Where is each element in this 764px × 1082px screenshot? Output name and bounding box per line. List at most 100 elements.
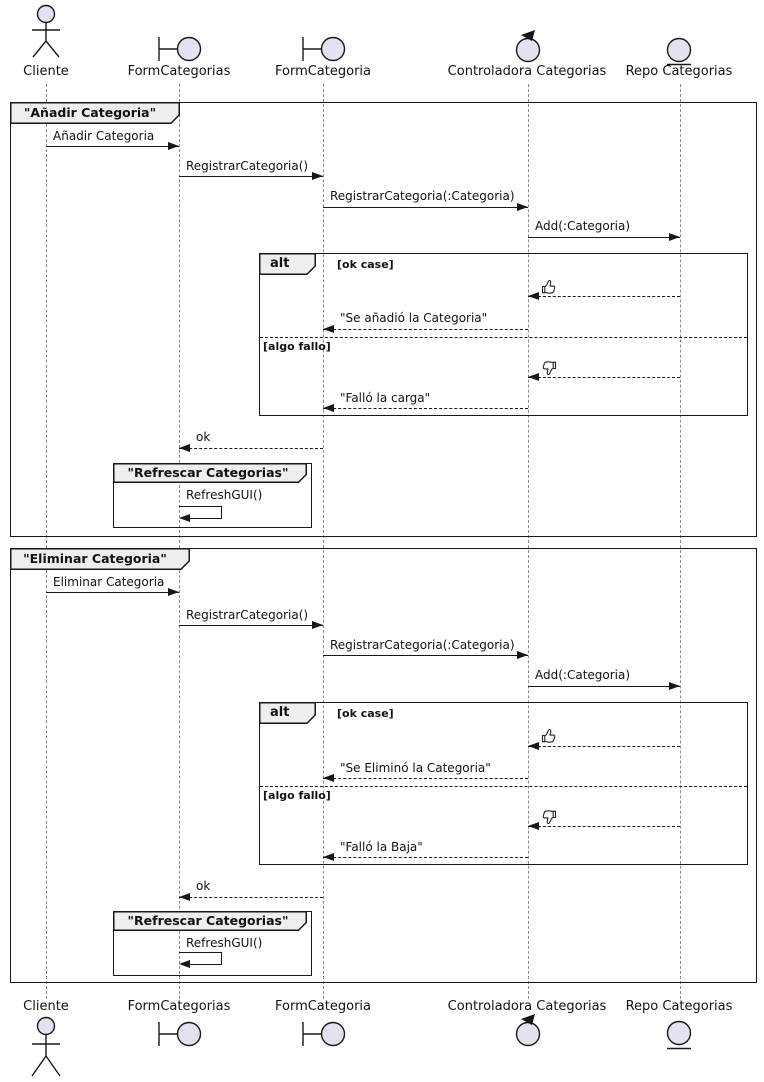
lifeline-formcategoria [323,84,324,999]
message-line [46,592,179,593]
return-line [528,296,680,297]
return-line [323,329,528,330]
participant-name-cliente: Cliente [23,999,69,1014]
arrowhead-right [669,233,680,241]
arrowhead-right [669,682,680,690]
message-line [528,237,680,238]
guard-ok-case: [ok case] [337,707,394,720]
alt-divider [260,337,747,338]
guard-algo-fallo: [algo fallo] [263,340,331,353]
self-message-label: RefreshGUI() [186,488,263,502]
return-line [528,826,680,827]
arrowhead-left [528,292,539,300]
return-line [528,377,680,378]
return-label: ok [196,879,211,893]
arrowhead-right [517,203,528,211]
participant-name-formcategoria: FormCategoria [274,999,371,1014]
participant-name-formcategorias: FormCategorias [127,999,231,1014]
arrowhead-left [323,404,334,412]
lifeline-cliente [46,84,47,999]
alt-divider [260,786,747,787]
arrowhead-right [312,172,323,180]
alt-operator-tab [259,253,316,275]
message-line [179,625,323,626]
arrowhead-left [528,742,539,750]
frame-title-tab [113,463,307,483]
message-label: RegistrarCategoria() [186,608,309,622]
thumbs-down-icon [542,361,557,376]
message-line [179,176,323,177]
message-label: RegistrarCategoria(:Categoria) [330,638,515,652]
self-message-line [183,964,222,965]
arrowhead-left [179,444,190,452]
message-label: RegistrarCategoria(:Categoria) [330,189,515,203]
self-message-line [221,952,222,965]
frame-title: "Eliminar Categoria" [23,551,167,566]
participant-name-formcategoria: FormCategoria [274,64,371,79]
self-message-line [179,952,222,953]
message-label: Eliminar Categoria [53,575,165,589]
self-message-line [183,518,222,519]
guard-algo-fallo: [algo fallo] [263,789,331,802]
arrowhead-right [517,651,528,659]
return-line [528,746,680,747]
arrowhead-left [179,960,190,968]
arrowhead-left [323,853,334,861]
arrowhead-left [528,822,539,830]
return-line [323,408,528,409]
message-label: Add(:Categoria) [535,668,631,682]
thumbs-down-icon [542,810,557,825]
message-label: Añadir Categoria [53,129,155,143]
participant-name-formcategorias: FormCategorias [127,64,231,79]
return-label: "Falló la carga" [340,391,431,405]
thumbs-up-icon [541,279,556,294]
thumbs-up-icon [541,728,556,743]
boundary-icon [158,1021,202,1047]
frame-title: "Refrescar Categorias" [127,913,289,928]
participant-name-repo: Repo Categorias [625,999,733,1014]
message-line [528,686,680,687]
arrowhead-right [168,142,179,150]
control-icon [515,30,541,63]
arrowhead-left [323,774,334,782]
frame-title-tab [10,102,180,124]
participant-name-repo: Repo Categorias [625,64,733,79]
alt-operator-tab [259,702,316,724]
return-label: ok [196,430,211,444]
lifeline-controladora [528,84,529,999]
return-line [323,857,528,858]
message-label: RegistrarCategoria() [186,159,309,173]
alt-fragment [259,253,748,416]
lifeline-formcategorias [179,84,180,999]
participant-name-controladora: Controladora Categorias [447,999,607,1014]
boundary-icon [302,1021,346,1047]
alt-fragment [259,702,748,865]
arrowhead-left [179,514,190,522]
arrowhead-left [323,325,334,333]
guard-ok-case: [ok case] [337,258,394,271]
actor-icon [31,1016,61,1077]
return-label: "Se añadió la Categoria" [340,311,488,325]
participant-name-controladora: Controladora Categorias [447,64,607,79]
arrowhead-left [179,893,190,901]
alt-operator: alt [270,705,290,720]
self-message-line [221,506,222,519]
message-line [323,207,528,208]
frame-title-tab [10,548,190,570]
arrowhead-left [528,373,539,381]
frame-title: "Refrescar Categorias" [127,465,289,480]
return-line [323,778,528,779]
participant-name-cliente: Cliente [23,64,69,79]
actor-icon [32,4,60,58]
frame-anadir-categoria [10,102,757,537]
self-message-label: RefreshGUI() [186,936,263,950]
boundary-icon [302,36,346,62]
message-line [46,146,179,147]
boundary-icon [158,36,202,62]
entity-icon [666,37,692,66]
entity-icon [666,1020,692,1050]
return-label: "Se Eliminó la Categoria" [340,761,491,775]
arrowhead-right [312,621,323,629]
alt-operator: alt [270,256,290,271]
message-line [323,655,528,656]
